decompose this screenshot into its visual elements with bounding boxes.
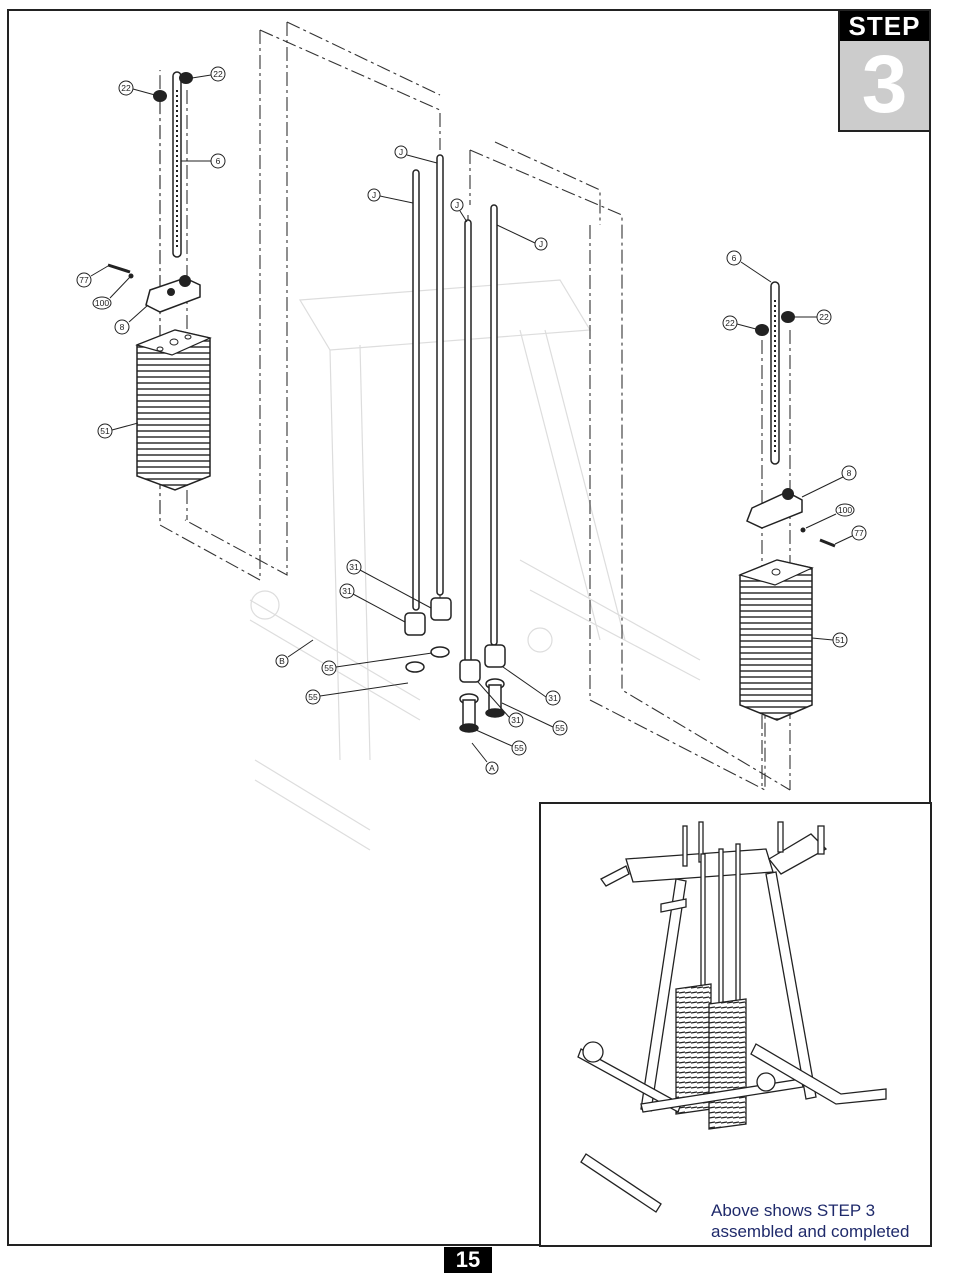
- callout-31: 31: [349, 562, 359, 572]
- callout-77: 77: [79, 275, 89, 285]
- callout-31: 31: [511, 715, 521, 725]
- callout-100: 100: [838, 505, 852, 515]
- callout-100: 100: [95, 298, 109, 308]
- callout-6: 6: [216, 156, 221, 166]
- callout-6: 6: [732, 253, 737, 263]
- step-badge: STEP 3: [838, 9, 931, 132]
- callout-51: 51: [835, 635, 845, 645]
- left-selector-rod: [172, 71, 182, 258]
- right-weight-assembly: [738, 281, 836, 721]
- callout-77: 77: [854, 528, 864, 538]
- callout-22: 22: [121, 83, 131, 93]
- callout-j: J: [399, 147, 403, 157]
- left-nut-right: [179, 72, 193, 84]
- callout-31: 31: [548, 693, 558, 703]
- callout-a: A: [489, 763, 495, 773]
- callout-8: 8: [120, 322, 125, 332]
- inset-stack-right: [708, 998, 747, 1130]
- page-border: [7, 9, 931, 1246]
- callout-22: 22: [725, 318, 735, 328]
- callout-j: J: [455, 200, 459, 210]
- right-nut-left: [755, 324, 769, 336]
- page-number: 15: [444, 1247, 492, 1273]
- callout-55: 55: [324, 663, 334, 673]
- right-top-plate: [746, 491, 803, 529]
- step-label: STEP: [840, 11, 929, 41]
- left-nut-left: [153, 90, 167, 102]
- right-selector-rod: [770, 281, 780, 465]
- callout-j: J: [372, 190, 376, 200]
- right-nut-right: [781, 311, 795, 323]
- bushings-spacers: [404, 597, 506, 733]
- callout-31: 31: [342, 586, 352, 596]
- completed-assembly-illustration: [577, 821, 887, 1213]
- left-weight-assembly: [107, 71, 212, 491]
- guide-rods: [412, 154, 498, 666]
- callout-22: 22: [819, 312, 829, 322]
- completed-assembly-inset: Above shows STEP 3 assembled and complet…: [539, 802, 932, 1247]
- callout-b: B: [279, 656, 285, 666]
- callout-labels: 22 22 6 77 100 8 51 J J J J 31 31 31 31 …: [76, 66, 867, 775]
- callout-55: 55: [555, 723, 565, 733]
- callout-j: J: [539, 239, 543, 249]
- callout-55: 55: [514, 743, 524, 753]
- inset-caption-line-1: Above shows STEP 3: [711, 1201, 876, 1220]
- callout-8: 8: [847, 468, 852, 478]
- background-frame-ghost: [249, 279, 701, 851]
- inset-caption: Above shows STEP 3 assembled and complet…: [711, 1200, 909, 1242]
- callout-55: 55: [308, 692, 318, 702]
- right-upright: [765, 871, 817, 1100]
- callout-51: 51: [100, 426, 110, 436]
- inset-caption-line-2: assembled and completed: [711, 1222, 910, 1241]
- callout-22: 22: [213, 69, 223, 79]
- step-number: 3: [861, 39, 908, 130]
